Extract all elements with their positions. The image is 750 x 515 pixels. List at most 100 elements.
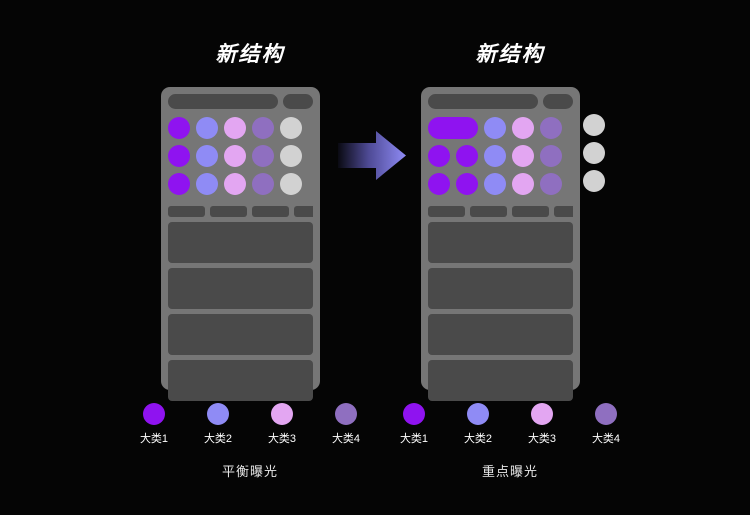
search-bar[interactable] [168,94,278,109]
app-icon-circle[interactable] [252,173,274,195]
icon-row [168,173,302,195]
legend-item: 大类2 [196,403,240,446]
app-icon-circle[interactable] [540,145,562,167]
content-card[interactable] [168,360,313,401]
panel-caption-left: 平衡曝光 [221,464,278,479]
tab-strip-left [168,206,313,217]
app-icon-pill[interactable] [428,117,478,139]
content-card[interactable] [428,222,573,263]
app-icon-circle[interactable] [224,145,246,167]
legend-label: 大类4 [331,433,361,445]
panel-caption-right: 重点曝光 [481,464,538,479]
panel-focused: 新结构 大类1 大类2 大类3 大类4 重点曝光 [360,0,660,515]
legend-item: 大类1 [132,403,176,446]
legend-label: 大类4 [591,433,621,445]
tab-item[interactable] [470,206,507,217]
content-card[interactable] [428,268,573,309]
tab-item[interactable] [554,206,573,217]
app-icon-circle[interactable] [512,145,534,167]
tab-item[interactable] [428,206,465,217]
legend-right: 大类1 大类2 大类3 大类4 [360,403,660,446]
content-card[interactable] [168,222,313,263]
legend-swatch [403,403,425,425]
icon-row [428,117,562,139]
panel-title-right: 新结构 [475,43,545,66]
app-icon-circle[interactable] [196,145,218,167]
app-icon-circle[interactable] [540,173,562,195]
legend-swatch [271,403,293,425]
content-card[interactable] [428,360,573,401]
app-icon-circle[interactable] [168,145,190,167]
panel-balanced: 新结构 大类1 大类2 大类3 大类4 平衡曝光 [100,0,400,515]
legend-label: 大类1 [399,433,429,445]
panel-title-left: 新结构 [215,43,285,66]
arrow-right-icon [338,131,406,180]
legend-label: 大类3 [267,433,297,445]
content-card[interactable] [168,314,313,355]
phone-mockup-left [161,87,320,401]
legend-label: 大类1 [139,433,169,445]
app-icon-circle[interactable] [280,145,302,167]
legend-item: 大类4 [324,403,368,446]
app-icon-circle[interactable] [224,173,246,195]
phone-topbar-left [168,94,313,109]
app-icon-circle[interactable] [252,117,274,139]
app-icon-circle[interactable] [540,117,562,139]
legend-item: 大类2 [456,403,500,446]
tab-strip-right [428,206,573,217]
app-icon-circle[interactable] [280,117,302,139]
app-icon-circle[interactable] [512,173,534,195]
app-icon-circle[interactable] [512,117,534,139]
app-icon-circle[interactable] [428,173,450,195]
legend-label: 大类3 [527,433,557,445]
tab-item[interactable] [294,206,313,217]
icon-grid-right [428,117,573,195]
legend-label: 大类2 [463,433,493,445]
app-icon-circle[interactable] [456,145,478,167]
app-icon-circle[interactable] [196,173,218,195]
app-icon-circle[interactable] [280,173,302,195]
topbar-action-button[interactable] [543,94,573,109]
icon-grid-left [168,117,313,195]
topbar-action-button[interactable] [283,94,313,109]
app-icon-circle[interactable] [484,145,506,167]
legend-swatch [143,403,165,425]
overflow-app-icon[interactable] [583,142,605,164]
content-card[interactable] [428,314,573,355]
legend-swatch [595,403,617,425]
legend-item: 大类3 [520,403,564,446]
overflow-app-icon[interactable] [583,170,605,192]
legend-item: 大类3 [260,403,304,446]
app-icon-circle[interactable] [168,173,190,195]
overflow-app-icon[interactable] [583,114,605,136]
icon-row [168,145,302,167]
tab-item[interactable] [168,206,205,217]
app-icon-circle[interactable] [484,173,506,195]
app-icon-circle[interactable] [168,117,190,139]
legend-left: 大类1 大类2 大类3 大类4 [100,403,400,446]
app-icon-circle[interactable] [456,173,478,195]
legend-swatch [335,403,357,425]
legend-swatch [531,403,553,425]
tab-item[interactable] [252,206,289,217]
app-icon-circle[interactable] [224,117,246,139]
phone-topbar-right [428,94,573,109]
search-bar[interactable] [428,94,538,109]
phone-screen-right [428,94,573,401]
legend-swatch [207,403,229,425]
content-card-list-left [168,222,313,401]
legend-label: 大类2 [203,433,233,445]
app-icon-circle[interactable] [428,145,450,167]
app-icon-circle[interactable] [484,117,506,139]
app-icon-circle[interactable] [252,145,274,167]
icon-row [428,145,562,167]
phone-screen-left [168,94,313,401]
icon-row [168,117,302,139]
tab-item[interactable] [210,206,247,217]
legend-swatch [467,403,489,425]
app-icon-circle[interactable] [196,117,218,139]
tab-item[interactable] [512,206,549,217]
phone-mockup-right [421,87,580,401]
content-card[interactable] [168,268,313,309]
